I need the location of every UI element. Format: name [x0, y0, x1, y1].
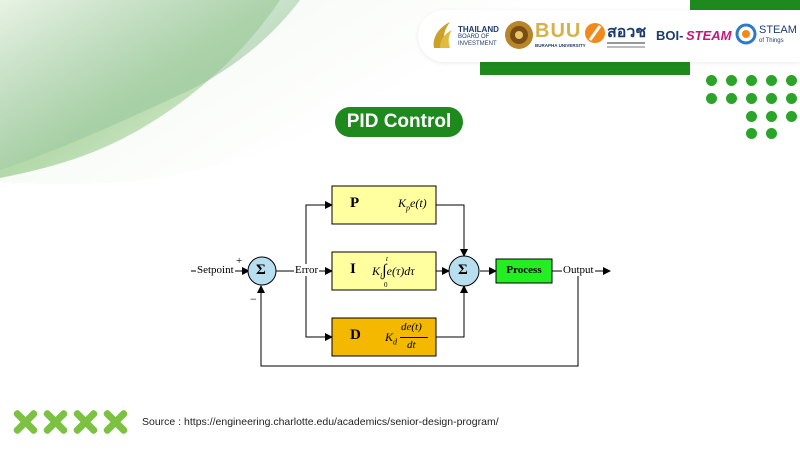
partner-logo-bar: THAILAND BOARD OF INVESTMENT BUU BURAPHA… — [418, 10, 800, 62]
i-formula-sub: i — [380, 271, 383, 281]
branch-to-d — [305, 271, 333, 341]
decor-dot — [786, 93, 797, 104]
i-formula: Ki∫e(τ)dτ — [372, 262, 415, 280]
process-label: Process — [506, 264, 542, 276]
d-formula-fraction-bar — [400, 337, 428, 338]
d-formula-k-wrap: Kd — [385, 330, 397, 346]
decor-dot — [746, 93, 757, 104]
steam-of-things-text: STEAM — [759, 24, 797, 36]
x-mark-icon — [12, 409, 38, 435]
buu-seal-icon — [505, 21, 533, 49]
steam-of-things-icon — [735, 23, 757, 45]
decor-dot — [766, 75, 777, 86]
decor-dot — [766, 93, 777, 104]
d-formula-sub: d — [393, 337, 398, 347]
decor-dot — [726, 75, 737, 86]
decor-dot — [766, 111, 777, 122]
branch-to-p — [305, 201, 333, 271]
x-mark-icon — [72, 409, 98, 435]
i-block — [331, 251, 437, 291]
minus-sign: − — [250, 292, 257, 306]
error-label: Error — [294, 264, 320, 276]
sum-symbol-1: Σ — [256, 262, 266, 278]
integral-sign: ∫ — [382, 262, 387, 279]
i-block-label: I — [350, 261, 356, 277]
d-formula-denominator: dt — [407, 339, 416, 351]
feedback-path — [257, 271, 579, 367]
buu-logo-subtext: BURAPHA UNIVERSITY — [535, 43, 586, 48]
buu-logo-text: BUU — [535, 20, 582, 42]
x-mark-icon — [42, 409, 68, 435]
plus-sign: + — [236, 255, 243, 267]
p-formula-k: K — [398, 196, 407, 210]
decor-dot — [746, 111, 757, 122]
i-upper-limit: t — [386, 255, 388, 263]
sowoch-logo-icon — [585, 23, 605, 43]
sum-symbol-2: Σ — [458, 262, 468, 278]
i-integrand: e(τ)dτ — [386, 264, 415, 278]
i-lower-limit: 0 — [384, 281, 388, 289]
p-to-sum — [436, 204, 468, 257]
x-mark-icon — [102, 409, 128, 435]
decor-dot — [786, 75, 797, 86]
process-block — [495, 258, 553, 284]
source-citation: Source : https://engineering.charlotte.e… — [142, 416, 499, 428]
d-formula-numerator: de(t) — [401, 321, 422, 333]
boi-steam-logo-right: STEAM — [686, 28, 732, 43]
p-block — [331, 185, 437, 225]
decor-dot — [746, 128, 757, 139]
p-formula: Kpe(t) — [398, 196, 427, 212]
d-to-sum — [436, 285, 468, 338]
decor-dot — [726, 93, 737, 104]
boi-logo-text-3: INVESTMENT — [458, 41, 497, 47]
d-formula-k: K — [385, 330, 394, 344]
sowoch-logo-text: สอวช — [607, 24, 647, 41]
sowoch-logo-subtext-lines — [607, 42, 645, 44]
setpoint-label: Setpoint — [196, 264, 235, 276]
boi-steam-logo-left: BOI- — [656, 28, 684, 43]
slide-title: PID Control — [335, 107, 463, 137]
d-block-label: D — [350, 327, 361, 343]
p-formula-sub: p — [406, 203, 411, 213]
decor-dot — [706, 93, 717, 104]
boi-logo-text-1: THAILAND — [458, 25, 499, 34]
p-block-label: P — [350, 195, 360, 211]
decor-dot — [746, 75, 757, 86]
i-formula-k: K — [372, 264, 381, 278]
decor-dot — [786, 111, 797, 122]
steam-of-things-subtext: of Things — [759, 38, 784, 44]
sum-junction-1 — [247, 256, 277, 286]
p-formula-rest: e(t) — [410, 196, 427, 210]
decor-dot — [766, 128, 777, 139]
decor-dot — [706, 75, 717, 86]
output-label: Output — [562, 264, 595, 276]
boi-logo-icon — [433, 22, 452, 48]
sum-junction-2 — [448, 255, 480, 287]
boi-logo-text-2: BOARD OF — [458, 34, 490, 40]
